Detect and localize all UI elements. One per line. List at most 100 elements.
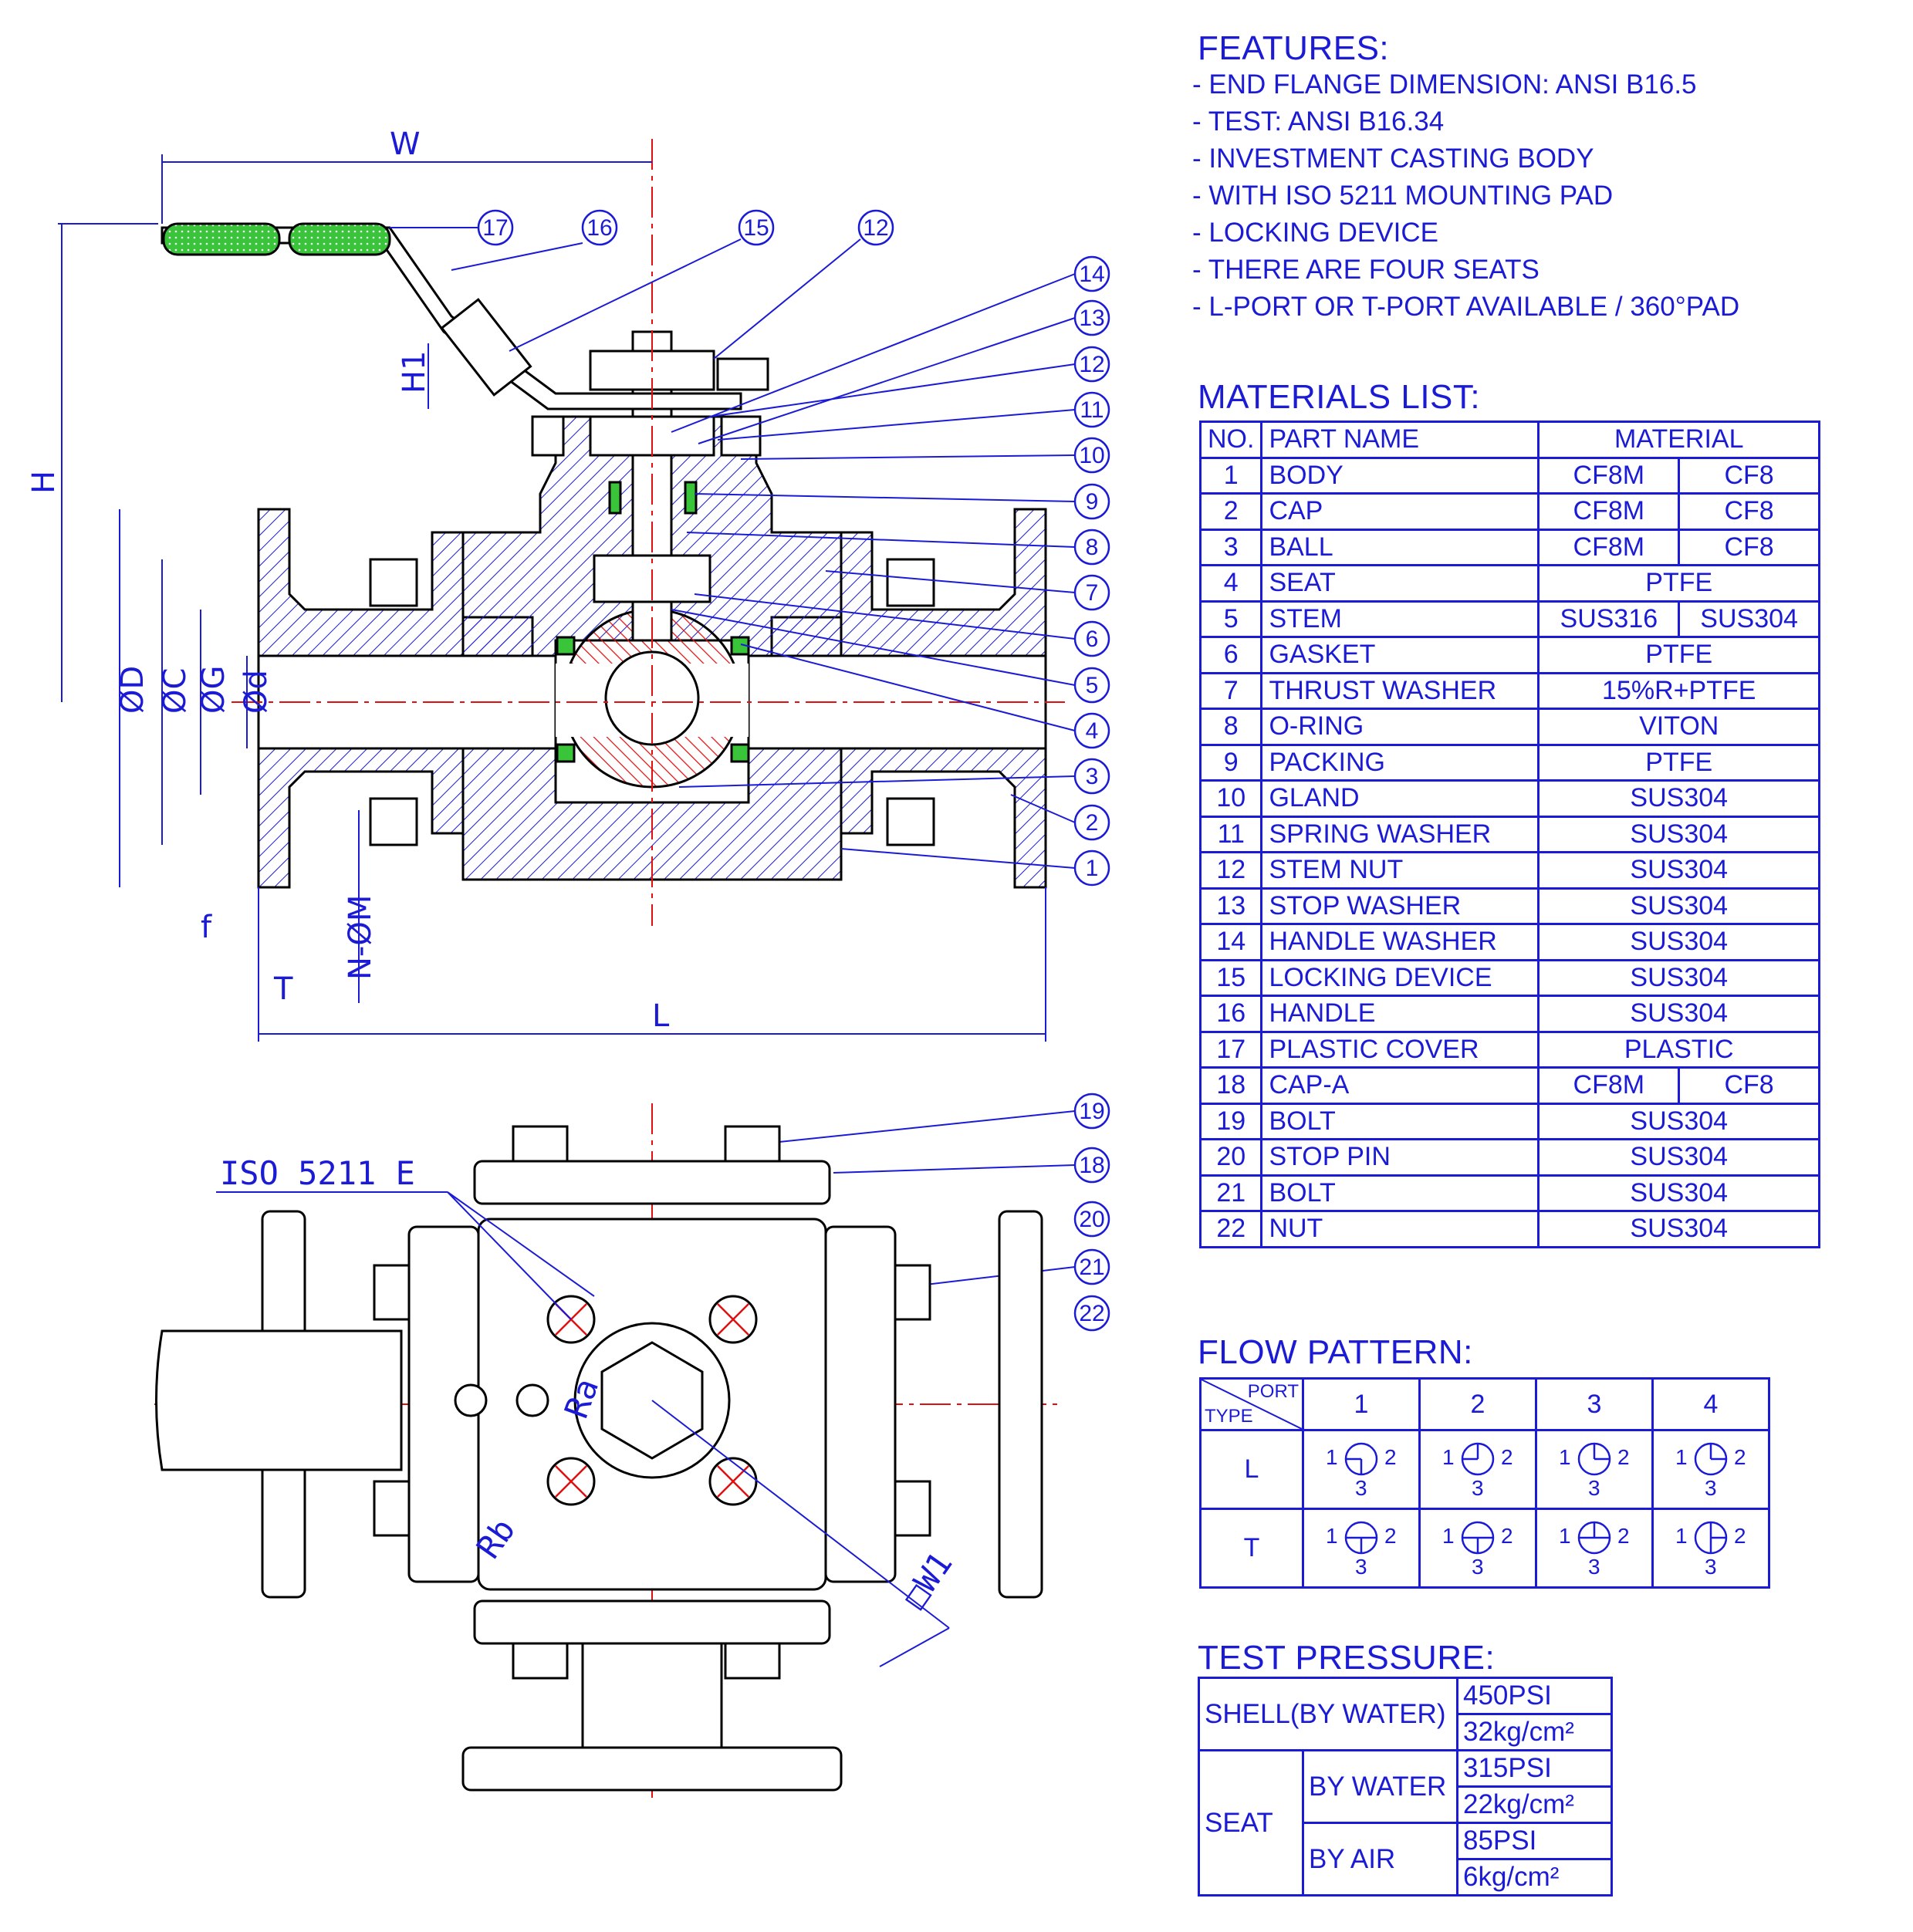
svg-text:13: 13	[1079, 306, 1104, 331]
top-view-dims	[216, 1191, 950, 1667]
part-material-primary: CF8M	[1537, 528, 1681, 566]
corner-port-label: PORT	[1247, 1381, 1299, 1402]
svg-text:11: 11	[1080, 397, 1104, 423]
dim-H1: H1	[397, 350, 432, 393]
t-port-icon	[1577, 1521, 1611, 1555]
l-port-icon	[1344, 1442, 1378, 1476]
port-position-label: 2	[1384, 1524, 1397, 1548]
port-position-label: 1	[1326, 1524, 1338, 1548]
balloon-16: 16	[581, 209, 618, 246]
dim-D: ØD	[115, 666, 150, 714]
dim-f: f	[201, 910, 212, 945]
dim-L: L	[652, 998, 670, 1034]
part-name: LOCKING DEVICE	[1260, 958, 1540, 997]
port-position-label: 3	[1705, 1555, 1717, 1579]
port-position-label: 3	[1705, 1476, 1717, 1500]
part-name: GASKET	[1260, 636, 1540, 674]
balloon-17: 17	[477, 209, 514, 246]
part-material: SUS304	[1537, 1174, 1820, 1212]
part-number: 15	[1198, 958, 1263, 997]
l-port-icon	[1694, 1442, 1728, 1476]
dimension-labels: W H H1 ØD ØC ØG Ød f T N-ØM L	[26, 127, 670, 1034]
dim-C: ØC	[157, 668, 193, 714]
port-position-label: 3	[1355, 1476, 1367, 1500]
port-position-label: 2	[1501, 1524, 1513, 1548]
port-position-label: 1	[1559, 1524, 1571, 1548]
dim-NM: N-ØM	[343, 895, 378, 980]
feature-item: - WITH ISO 5211 MOUNTING PAD	[1192, 181, 1614, 211]
svg-text:20: 20	[1079, 1207, 1104, 1232]
svg-text:15: 15	[743, 215, 769, 241]
svg-text:12: 12	[1079, 352, 1104, 377]
svg-text:8: 8	[1086, 535, 1099, 560]
part-number: 11	[1198, 815, 1263, 853]
balloon-12a: 12	[857, 209, 894, 246]
t-port-icon	[1694, 1521, 1728, 1555]
part-name: STEM NUT	[1260, 851, 1540, 890]
air-psi: 85PSI	[1456, 1822, 1613, 1860]
part-name: BALL	[1260, 528, 1540, 566]
features-list: - END FLANGE DIMENSION: ANSI B16.5 - TES…	[1192, 66, 1739, 326]
part-name: PLASTIC COVER	[1260, 1030, 1540, 1069]
part-material-alt: CF8	[1678, 1066, 1820, 1105]
svg-text:4: 4	[1086, 718, 1099, 744]
svg-text:16: 16	[586, 215, 612, 241]
part-name: O-RING	[1260, 708, 1540, 746]
part-name: HANDLE WASHER	[1260, 923, 1540, 961]
flow-title: FLOW PATTERN:	[1198, 1333, 1473, 1371]
part-number: 14	[1198, 923, 1263, 961]
port-header: 3	[1535, 1377, 1654, 1431]
port-header: 1	[1302, 1377, 1421, 1431]
part-material-primary: CF8M	[1537, 492, 1681, 531]
pressure-table: SHELL(BY WATER) 450PSI 32kg/cm² SEAT BY …	[1198, 1677, 1613, 1897]
balloon-4: 4	[1073, 712, 1110, 749]
part-material: SUS304	[1537, 1102, 1820, 1140]
svg-text:19: 19	[1079, 1099, 1104, 1124]
balloon-14: 14	[1073, 255, 1110, 292]
materials-header-row: NO. PART NAME MATERIAL	[1198, 421, 1820, 459]
port-position-label: 1	[1442, 1445, 1455, 1469]
svg-text:5: 5	[1086, 673, 1099, 698]
balloon-7: 7	[1073, 574, 1110, 611]
part-material: SUS304	[1537, 923, 1820, 961]
by-air-label: BY AIR	[1302, 1822, 1458, 1897]
part-name: NUT	[1260, 1210, 1540, 1248]
dim-d: Ød	[238, 670, 274, 714]
svg-text:9: 9	[1086, 489, 1099, 515]
balloon-21: 21	[1073, 1248, 1110, 1285]
materials-title: MATERIALS LIST:	[1198, 378, 1481, 416]
flow-corner-cell: PORT TYPE	[1199, 1377, 1304, 1431]
balloon-1: 1	[1073, 849, 1110, 887]
balloon-22: 22	[1073, 1295, 1110, 1332]
feature-item: - L-PORT OR T-PORT AVAILABLE / 360°PAD	[1192, 292, 1740, 322]
type-label: L	[1199, 1429, 1304, 1510]
part-name: BOLT	[1260, 1102, 1540, 1140]
part-number: 8	[1198, 708, 1263, 746]
svg-text:2: 2	[1086, 810, 1099, 836]
balloon-3: 3	[1073, 758, 1110, 795]
port-position-label: 3	[1472, 1476, 1484, 1500]
part-name: STEM	[1260, 600, 1540, 638]
part-material: 15%R+PTFE	[1537, 671, 1820, 710]
port-position-label: 1	[1326, 1445, 1338, 1469]
balloon-15: 15	[738, 209, 775, 246]
